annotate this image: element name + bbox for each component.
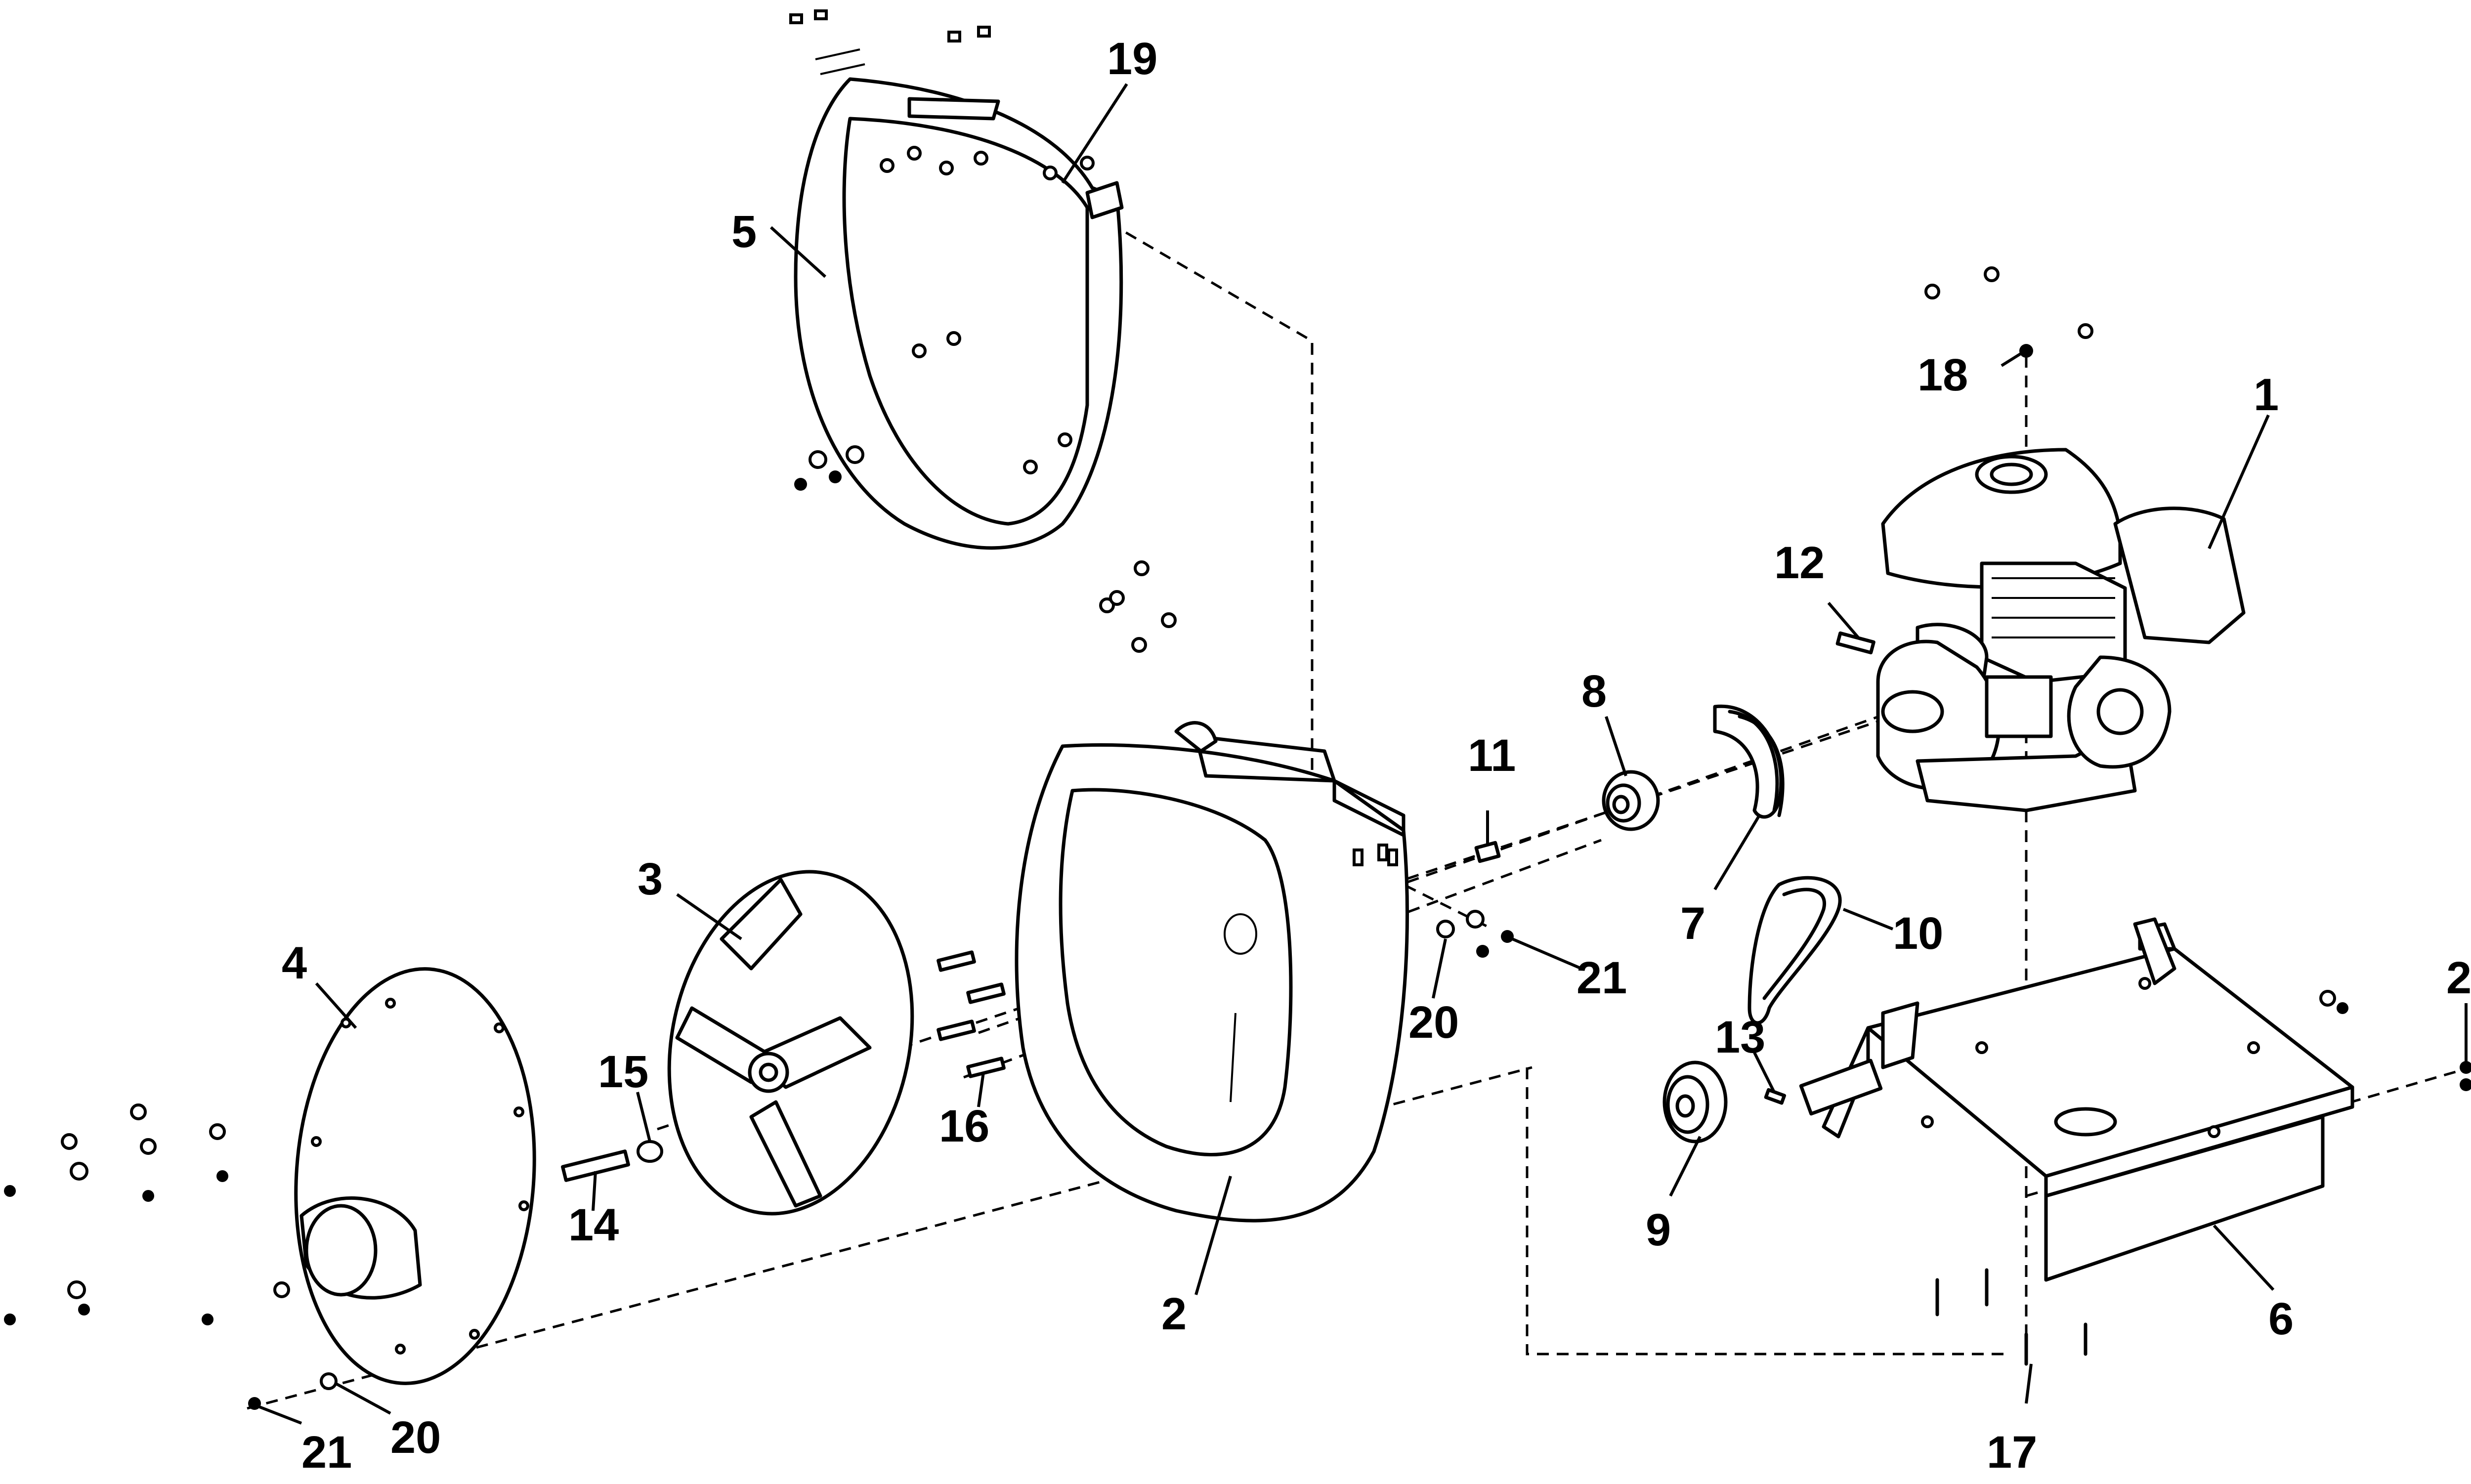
leader-lines	[256, 83, 2468, 1425]
callout-19: 19	[1107, 34, 1157, 84]
callout-5: 5	[731, 207, 757, 257]
blower-housing-part-2	[1015, 721, 1409, 1223]
inlet-cover-part-4	[294, 967, 536, 1385]
mount-plate-part-6	[1799, 917, 2354, 1282]
inlet-cover-hardware	[4, 1103, 338, 1410]
impeller-part-3	[667, 870, 914, 1216]
scroll-band-hardware	[789, 9, 1177, 653]
callout-labels: 1 2 3 4 5 6 7 8 9 10 11 12 13 14 15 16 1…	[282, 34, 2471, 1478]
callout-20-cover: 20	[390, 1412, 441, 1463]
housing-fasteners	[1436, 910, 1514, 958]
callout-16: 16	[939, 1101, 989, 1151]
callout-2: 2	[1161, 1289, 1187, 1339]
callout-1: 1	[2254, 370, 2279, 420]
belt-part-10	[1747, 876, 1842, 1025]
callout-9: 9	[1646, 1205, 1671, 1255]
callout-17: 17	[1987, 1427, 2037, 1478]
callout-20-housing: 20	[1408, 997, 1459, 1048]
callout-13: 13	[1715, 1012, 1765, 1062]
callout-22: 22	[2446, 953, 2471, 1003]
callout-10: 10	[1893, 908, 1943, 959]
callout-7: 7	[1680, 898, 1705, 949]
scroll-band-part-5	[794, 77, 1124, 550]
key-part-13	[1764, 1088, 1787, 1105]
callout-4: 4	[282, 938, 307, 988]
pulley-part-8	[1602, 770, 1660, 831]
plate-hardware	[1935, 977, 2471, 1366]
callout-18: 18	[1917, 350, 1968, 400]
belt-guard-part-7	[1713, 704, 1785, 819]
impeller-bolt-hardware	[561, 950, 1006, 1182]
callout-11: 11	[1468, 730, 1516, 781]
engine-part-1	[1876, 448, 2246, 812]
callout-21-cover: 21	[301, 1427, 352, 1478]
callout-12: 12	[1774, 538, 1825, 588]
callout-21-housing: 21	[1576, 953, 1627, 1003]
callout-3: 3	[638, 854, 663, 904]
callout-6: 6	[2268, 1294, 2294, 1344]
callout-8: 8	[1581, 666, 1607, 717]
engine-hardware	[1835, 266, 2093, 655]
callout-14: 14	[568, 1200, 619, 1250]
key-part-11	[1474, 841, 1501, 863]
callout-15: 15	[598, 1047, 648, 1097]
pulley-part-9	[1662, 1060, 1728, 1144]
